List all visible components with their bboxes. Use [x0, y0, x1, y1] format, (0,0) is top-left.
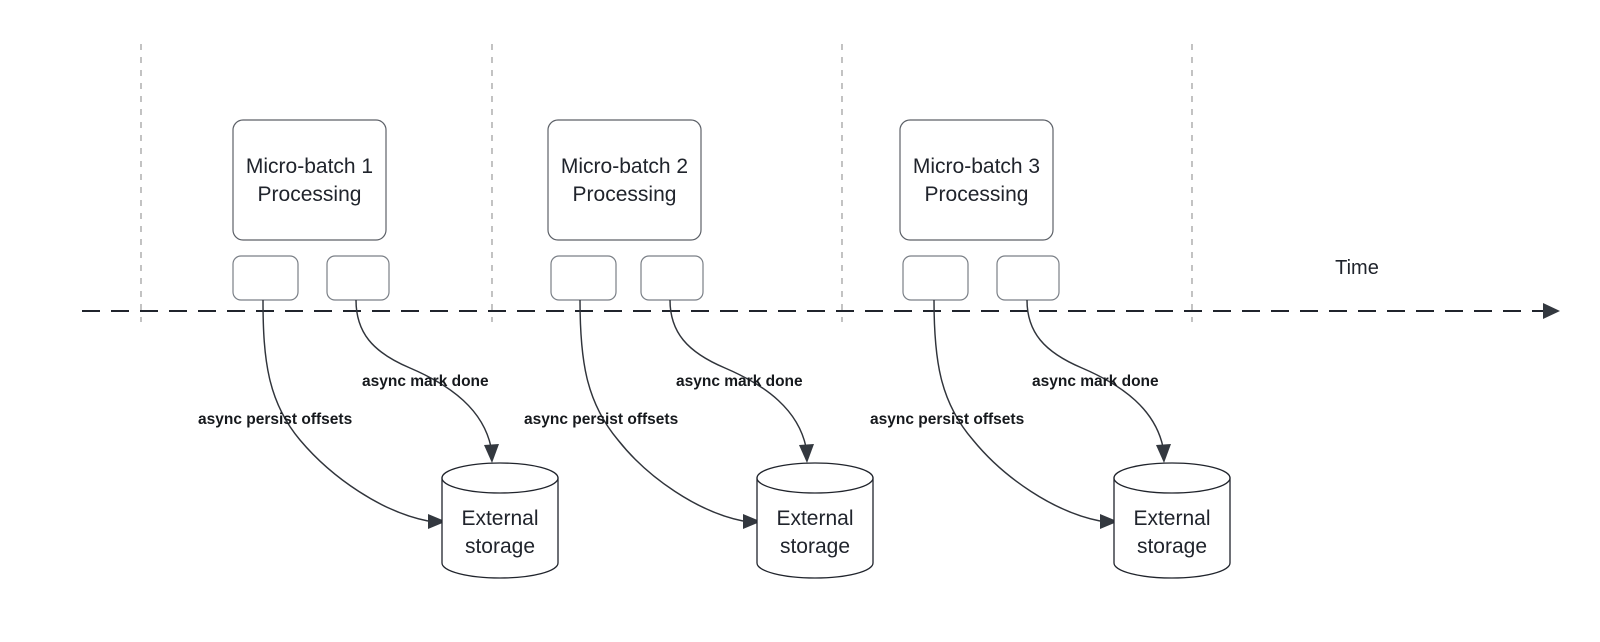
- edge-mb3-mark-done: async mark done: [1026, 299, 1171, 463]
- storage-3-top-ellipse: [1113, 462, 1231, 494]
- edge-mb2-mark-done: async mark done: [669, 299, 814, 463]
- mb2-mark-done-label: async mark done: [676, 373, 803, 390]
- mb1-task-b-box[interactable]: [326, 255, 390, 301]
- micro-batch-2-title-line1: Micro-batch 2: [561, 155, 688, 178]
- storage-2-top-ellipse: [756, 462, 874, 494]
- micro-batch-1-node[interactable]: Micro-batch 1 Processing: [232, 119, 387, 241]
- storage-1-node[interactable]: External storage: [441, 462, 559, 579]
- storage-2-body[interactable]: [756, 477, 874, 579]
- mb3-mark-done-arrow-icon: [1156, 444, 1171, 463]
- time-axis-arrow-icon: [1543, 303, 1560, 319]
- storage-1-body[interactable]: [441, 477, 559, 579]
- storage-1-label-line2: storage: [465, 535, 535, 558]
- edge-mb3-persist-offsets: async persist offsets: [870, 299, 1118, 529]
- edge-mb1-persist-offsets: async persist offsets: [198, 299, 446, 529]
- mb1-task-a-box[interactable]: [232, 255, 299, 301]
- mb1-persist-offsets-label: async persist offsets: [198, 411, 352, 428]
- mb1-mark-done-label: async mark done: [362, 373, 489, 390]
- batch-group-micro-batch-2: Micro-batch 2 Processing async persist off…: [524, 119, 874, 579]
- mb2-task-a-box[interactable]: [550, 255, 617, 301]
- mb3-task-a-box[interactable]: [902, 255, 969, 301]
- batch-groups-layer: Micro-batch 1 Processing async persist off…: [198, 119, 1231, 579]
- micro-batch-3-title-line2: Processing: [925, 183, 1029, 206]
- mb3-task-b-box[interactable]: [996, 255, 1060, 301]
- time-axis-label: Time: [1335, 257, 1379, 279]
- mb3-mark-done-curve: [1026, 299, 1164, 448]
- mb2-mark-done-arrow-icon: [799, 444, 814, 463]
- micro-batch-3-title-line1: Micro-batch 3: [913, 155, 1040, 178]
- micro-batch-3-node[interactable]: Micro-batch 3 Processing: [899, 119, 1054, 241]
- micro-batch-2-title-line2: Processing: [573, 183, 677, 206]
- micro-batch-3-box[interactable]: [899, 119, 1054, 241]
- storage-2-node[interactable]: External storage: [756, 462, 874, 579]
- mb3-persist-offsets-curve: [933, 299, 1101, 522]
- storage-1-label-line1: External: [461, 507, 538, 530]
- micro-batch-1-box[interactable]: [232, 119, 387, 241]
- micro-batch-2-node[interactable]: Micro-batch 2 Processing: [547, 119, 702, 241]
- storage-3-node[interactable]: External storage: [1113, 462, 1231, 579]
- mb1-mark-done-arrow-icon: [484, 444, 499, 463]
- mb1-persist-offsets-curve: [262, 299, 429, 522]
- storage-3-body[interactable]: [1113, 477, 1231, 579]
- batch-group-micro-batch-1: Micro-batch 1 Processing async persist off…: [198, 119, 559, 579]
- mb1-mark-done-curve: [355, 299, 492, 448]
- edge-mb2-persist-offsets: async persist offsets: [524, 299, 761, 529]
- storage-1-top-ellipse: [441, 462, 559, 494]
- batch-group-micro-batch-3: Micro-batch 3 Processing async persist off…: [870, 119, 1231, 579]
- mb2-task-b-box[interactable]: [640, 255, 704, 301]
- mb3-mark-done-label: async mark done: [1032, 373, 1159, 390]
- edge-mb1-mark-done: async mark done: [355, 299, 499, 463]
- storage-3-label-line2: storage: [1137, 535, 1207, 558]
- micro-batch-1-title-line1: Micro-batch 1: [246, 155, 373, 178]
- storage-3-label-line1: External: [1133, 507, 1210, 530]
- mb3-persist-offsets-arrow-icon: [1100, 514, 1118, 529]
- mb3-persist-offsets-label: async persist offsets: [870, 411, 1024, 428]
- mb2-persist-offsets-curve: [579, 299, 744, 522]
- storage-2-label-line1: External: [776, 507, 853, 530]
- mb2-persist-offsets-arrow-icon: [743, 514, 761, 529]
- storage-2-label-line2: storage: [780, 535, 850, 558]
- mb1-persist-offsets-arrow-icon: [428, 514, 446, 529]
- mb2-persist-offsets-label: async persist offsets: [524, 411, 678, 428]
- micro-batch-1-title-line2: Processing: [258, 183, 362, 206]
- time-axis-group: Time: [82, 257, 1560, 319]
- micro-batch-2-box[interactable]: [547, 119, 702, 241]
- mb2-mark-done-curve: [669, 299, 807, 448]
